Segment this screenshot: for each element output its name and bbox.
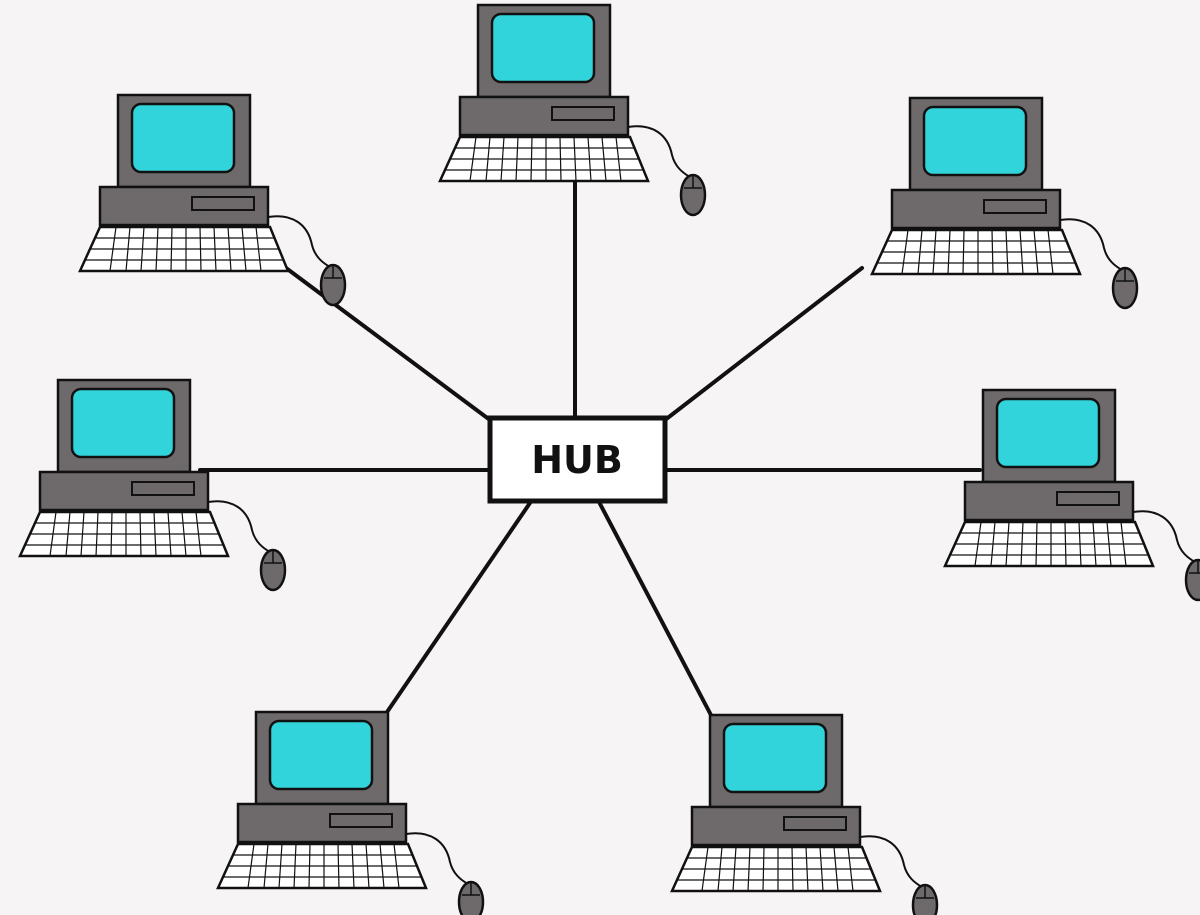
computer-right <box>943 388 1200 602</box>
desktop-computer-icon <box>438 3 707 217</box>
computer-top-left <box>78 93 347 307</box>
connection-top-right <box>663 266 864 422</box>
connection-bottom-left <box>383 498 534 717</box>
hub-node: HUB <box>487 415 668 504</box>
computer-left <box>18 378 287 592</box>
desktop-computer-icon <box>670 713 939 915</box>
hub-box <box>487 415 668 504</box>
desktop-computer-icon <box>216 710 485 915</box>
desktop-computer-icon <box>18 378 287 592</box>
computer-top-right <box>870 96 1139 310</box>
desktop-computer-icon <box>78 93 347 307</box>
desktop-computer-icon <box>870 96 1139 310</box>
desktop-computer-icon <box>943 388 1200 602</box>
connection-top-left <box>280 263 492 422</box>
hub-label: HUB <box>531 438 623 482</box>
computer-top <box>438 3 707 217</box>
connection-lines <box>198 178 982 719</box>
computer-bottom-right <box>670 713 939 915</box>
computer-bottom-left <box>216 710 485 915</box>
connection-bottom-right <box>596 498 714 719</box>
